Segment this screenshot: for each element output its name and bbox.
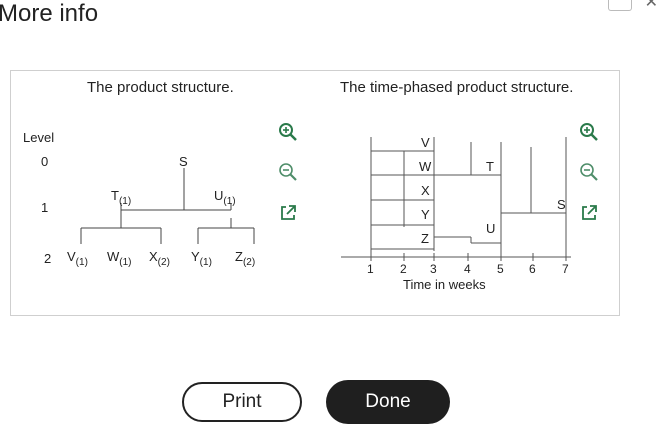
week-tick-5: 5	[497, 262, 504, 276]
node-level2-z: Z(2)	[235, 249, 255, 268]
item-z: Z	[421, 231, 429, 246]
node-level2-y: Y(1)	[191, 249, 212, 268]
time-phased-chart: V W X Y Z T U S 1 2 3 4 5 6 7 Time in we…	[341, 135, 571, 292]
level-header: Level	[23, 130, 54, 145]
zoom-out-icon[interactable]	[277, 161, 299, 183]
item-v: V	[421, 135, 430, 150]
item-w: W	[419, 159, 432, 174]
week-tick-2: 2	[400, 262, 407, 276]
level-0-label: 0	[41, 154, 48, 169]
zoom-in-icon[interactable]	[578, 121, 600, 143]
item-y: Y	[421, 207, 430, 222]
item-t: T	[486, 159, 494, 174]
product-structure-tree: Level 0 1 2 S T(1) U(1) V(1) W(1) X(2) Y…	[23, 130, 255, 268]
time-axis-label: Time in weeks	[403, 277, 486, 292]
done-button[interactable]: Done	[326, 380, 450, 424]
tree-lines	[80, 168, 255, 244]
close-icon[interactable]: ✕	[644, 0, 658, 11]
node-level2-w: W(1)	[107, 249, 132, 268]
zoom-in-icon[interactable]	[277, 121, 299, 143]
level-1-label: 1	[41, 200, 48, 215]
print-button[interactable]: Print	[182, 382, 302, 422]
time-phased-lines	[341, 137, 571, 261]
time-phased-caption: The time-phased product structure.	[340, 79, 574, 96]
item-x: X	[421, 183, 430, 198]
window-restore-icon[interactable]	[608, 0, 632, 11]
node-level2-x: X(2)	[149, 249, 170, 268]
week-tick-7: 7	[562, 262, 569, 276]
node-level1-t: T(1)	[111, 188, 131, 207]
open-external-icon[interactable]	[578, 202, 600, 224]
week-tick-1: 1	[367, 262, 374, 276]
product-structure-caption: The product structure.	[87, 79, 234, 96]
figure-panel: The product structure. Level 0 1 2 S T(1…	[10, 70, 620, 316]
dialog-title: More info	[0, 0, 99, 27]
week-tick-6: 6	[529, 262, 536, 276]
open-external-icon[interactable]	[277, 202, 299, 224]
node-root: S	[179, 154, 188, 169]
zoom-out-icon[interactable]	[578, 161, 600, 183]
week-tick-4: 4	[464, 262, 471, 276]
item-s: S	[557, 197, 566, 212]
node-level1-u: U(1)	[214, 188, 236, 207]
item-u: U	[486, 221, 495, 236]
node-level2-v: V(1)	[67, 249, 88, 268]
week-tick-3: 3	[430, 262, 437, 276]
level-2-label: 2	[44, 251, 51, 266]
